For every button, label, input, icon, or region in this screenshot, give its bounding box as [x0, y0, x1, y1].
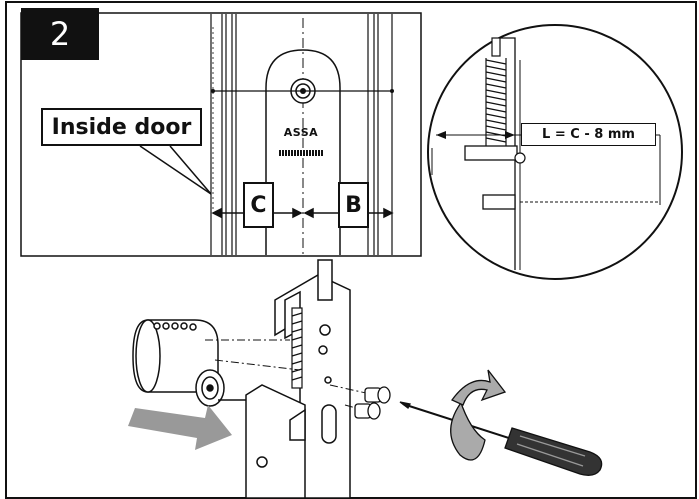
lock-cylinder [132, 319, 246, 407]
door-plate [245, 384, 306, 499]
step-number-badge: 2 [21, 8, 99, 60]
outer-frame [5, 1, 697, 499]
screwdriver [399, 401, 603, 476]
rotate-arrow [450, 369, 507, 461]
lock-spring [291, 307, 303, 389]
lock-brand-logo: ASSA [283, 126, 319, 139]
dimension-c-label: C [243, 182, 274, 228]
detail-circle [427, 24, 683, 280]
dimension-b-label: B [338, 182, 369, 228]
length-formula-label: L = C - 8 mm [521, 123, 656, 146]
inside-door-callout: Inside door [41, 108, 202, 146]
lock-brand-subtext [279, 150, 323, 156]
insert-arrow [128, 405, 232, 450]
screws [354, 386, 391, 420]
